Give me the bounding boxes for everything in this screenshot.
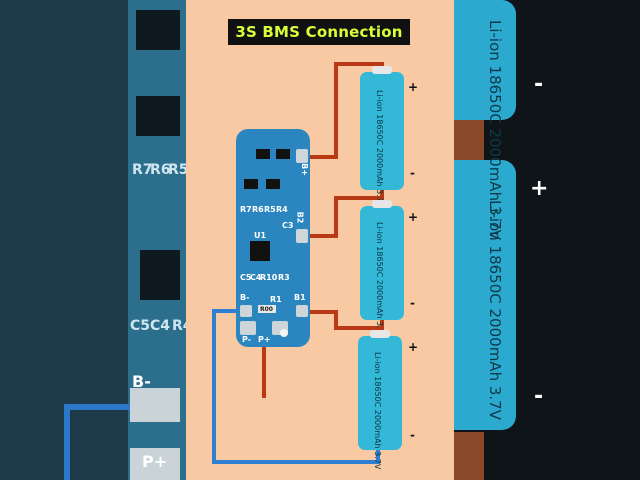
left-label: P+ <box>142 452 168 471</box>
label-r4: R4 <box>276 205 288 214</box>
pad-b2 <box>296 229 308 243</box>
battery-2-text: Li-ion 18650C 2000mAh 3.7V <box>375 222 384 340</box>
left-label: R6 <box>150 162 171 178</box>
left-label: R4 <box>172 318 186 334</box>
right-sign: - <box>534 72 544 97</box>
cell-cap <box>370 330 390 338</box>
resistor-r0 <box>258 305 276 313</box>
label-bminus: B- <box>240 293 250 302</box>
left-label: R7 <box>132 162 153 178</box>
left-label: R5 <box>168 162 186 178</box>
left-closeup-panel: R7 R6 R5 C5 C4 R4 B- P+ <box>0 0 186 480</box>
label-r1: R1 <box>270 295 282 304</box>
label-r00: R00 <box>260 306 273 313</box>
label-pplus: P+ <box>258 335 271 344</box>
pad-b1 <box>296 305 308 317</box>
mosfet-chip <box>266 179 280 189</box>
label-pminus: P- <box>242 335 252 344</box>
wire-bminus <box>212 309 380 464</box>
right-sign: - <box>534 384 544 409</box>
battery-1-minus: - <box>410 166 415 180</box>
wire-b1 <box>304 310 382 330</box>
label-r3: R3 <box>278 273 290 282</box>
label-c5: C5 <box>240 273 252 282</box>
right-closeup-panel: Li-ion 18650C 2000mAh 3.7V Li-ion 18650C… <box>454 0 640 480</box>
right-cell-closeup <box>454 160 516 430</box>
battery-1-text: Li-ion 18650C 2000mAh 3.7V <box>375 90 384 208</box>
battery-2-minus: - <box>410 296 415 310</box>
right-copper-strip <box>454 432 484 480</box>
battery-cell-2 <box>360 200 404 320</box>
mosfet-chip <box>256 149 270 159</box>
pad-bminus <box>240 305 252 317</box>
battery-3-text: Li-ion 18650C 2000mAh 3.7V <box>373 352 382 470</box>
bms-board: B+ B2 B1 B- P- P+ R7 R6 R5 R4 C3 U1 C5 C… <box>236 129 310 347</box>
label-r6: R6 <box>252 205 264 214</box>
battery-cell-1 <box>360 66 404 190</box>
left-blue-wire <box>64 404 70 480</box>
battery-1-plus: + <box>408 80 419 94</box>
mount-hole <box>280 329 288 337</box>
right-sign: + <box>530 176 549 201</box>
left-pad <box>130 448 180 480</box>
pad-bplus <box>296 149 308 163</box>
bms-ic <box>250 241 270 261</box>
battery-3-plus: + <box>408 340 419 354</box>
label-c3: C3 <box>282 221 294 230</box>
label-r5: R5 <box>264 205 276 214</box>
battery-3-minus: - <box>410 428 415 442</box>
cell-cap <box>372 200 392 208</box>
label-r10: R10 <box>260 273 278 282</box>
label-bplus: B+ <box>299 163 309 176</box>
mosfet-chip <box>276 149 290 159</box>
center-panel <box>186 0 454 480</box>
battery-cell-3 <box>358 330 402 450</box>
label-b2: B2 <box>295 211 305 224</box>
pad-pminus <box>240 321 256 335</box>
label-c4: C4 <box>250 273 262 282</box>
left-label: C4 <box>150 318 171 334</box>
mosfet-chip <box>244 179 258 189</box>
left-label: C5 <box>130 318 151 334</box>
left-chip <box>140 250 180 300</box>
left-blue-wire <box>64 404 134 410</box>
battery-2-plus: + <box>408 210 419 224</box>
label-b1: B1 <box>294 293 306 302</box>
left-chip <box>136 10 180 50</box>
label-u1: U1 <box>254 231 267 240</box>
right-cell-closeup <box>454 0 516 120</box>
left-pad <box>130 388 180 422</box>
left-chip <box>136 96 180 136</box>
label-r7: R7 <box>240 205 252 214</box>
diagram-title: 3S BMS Connection <box>228 19 410 45</box>
cell-cap <box>372 66 392 74</box>
left-label: B- <box>132 372 151 391</box>
right-copper-strip <box>454 120 484 160</box>
